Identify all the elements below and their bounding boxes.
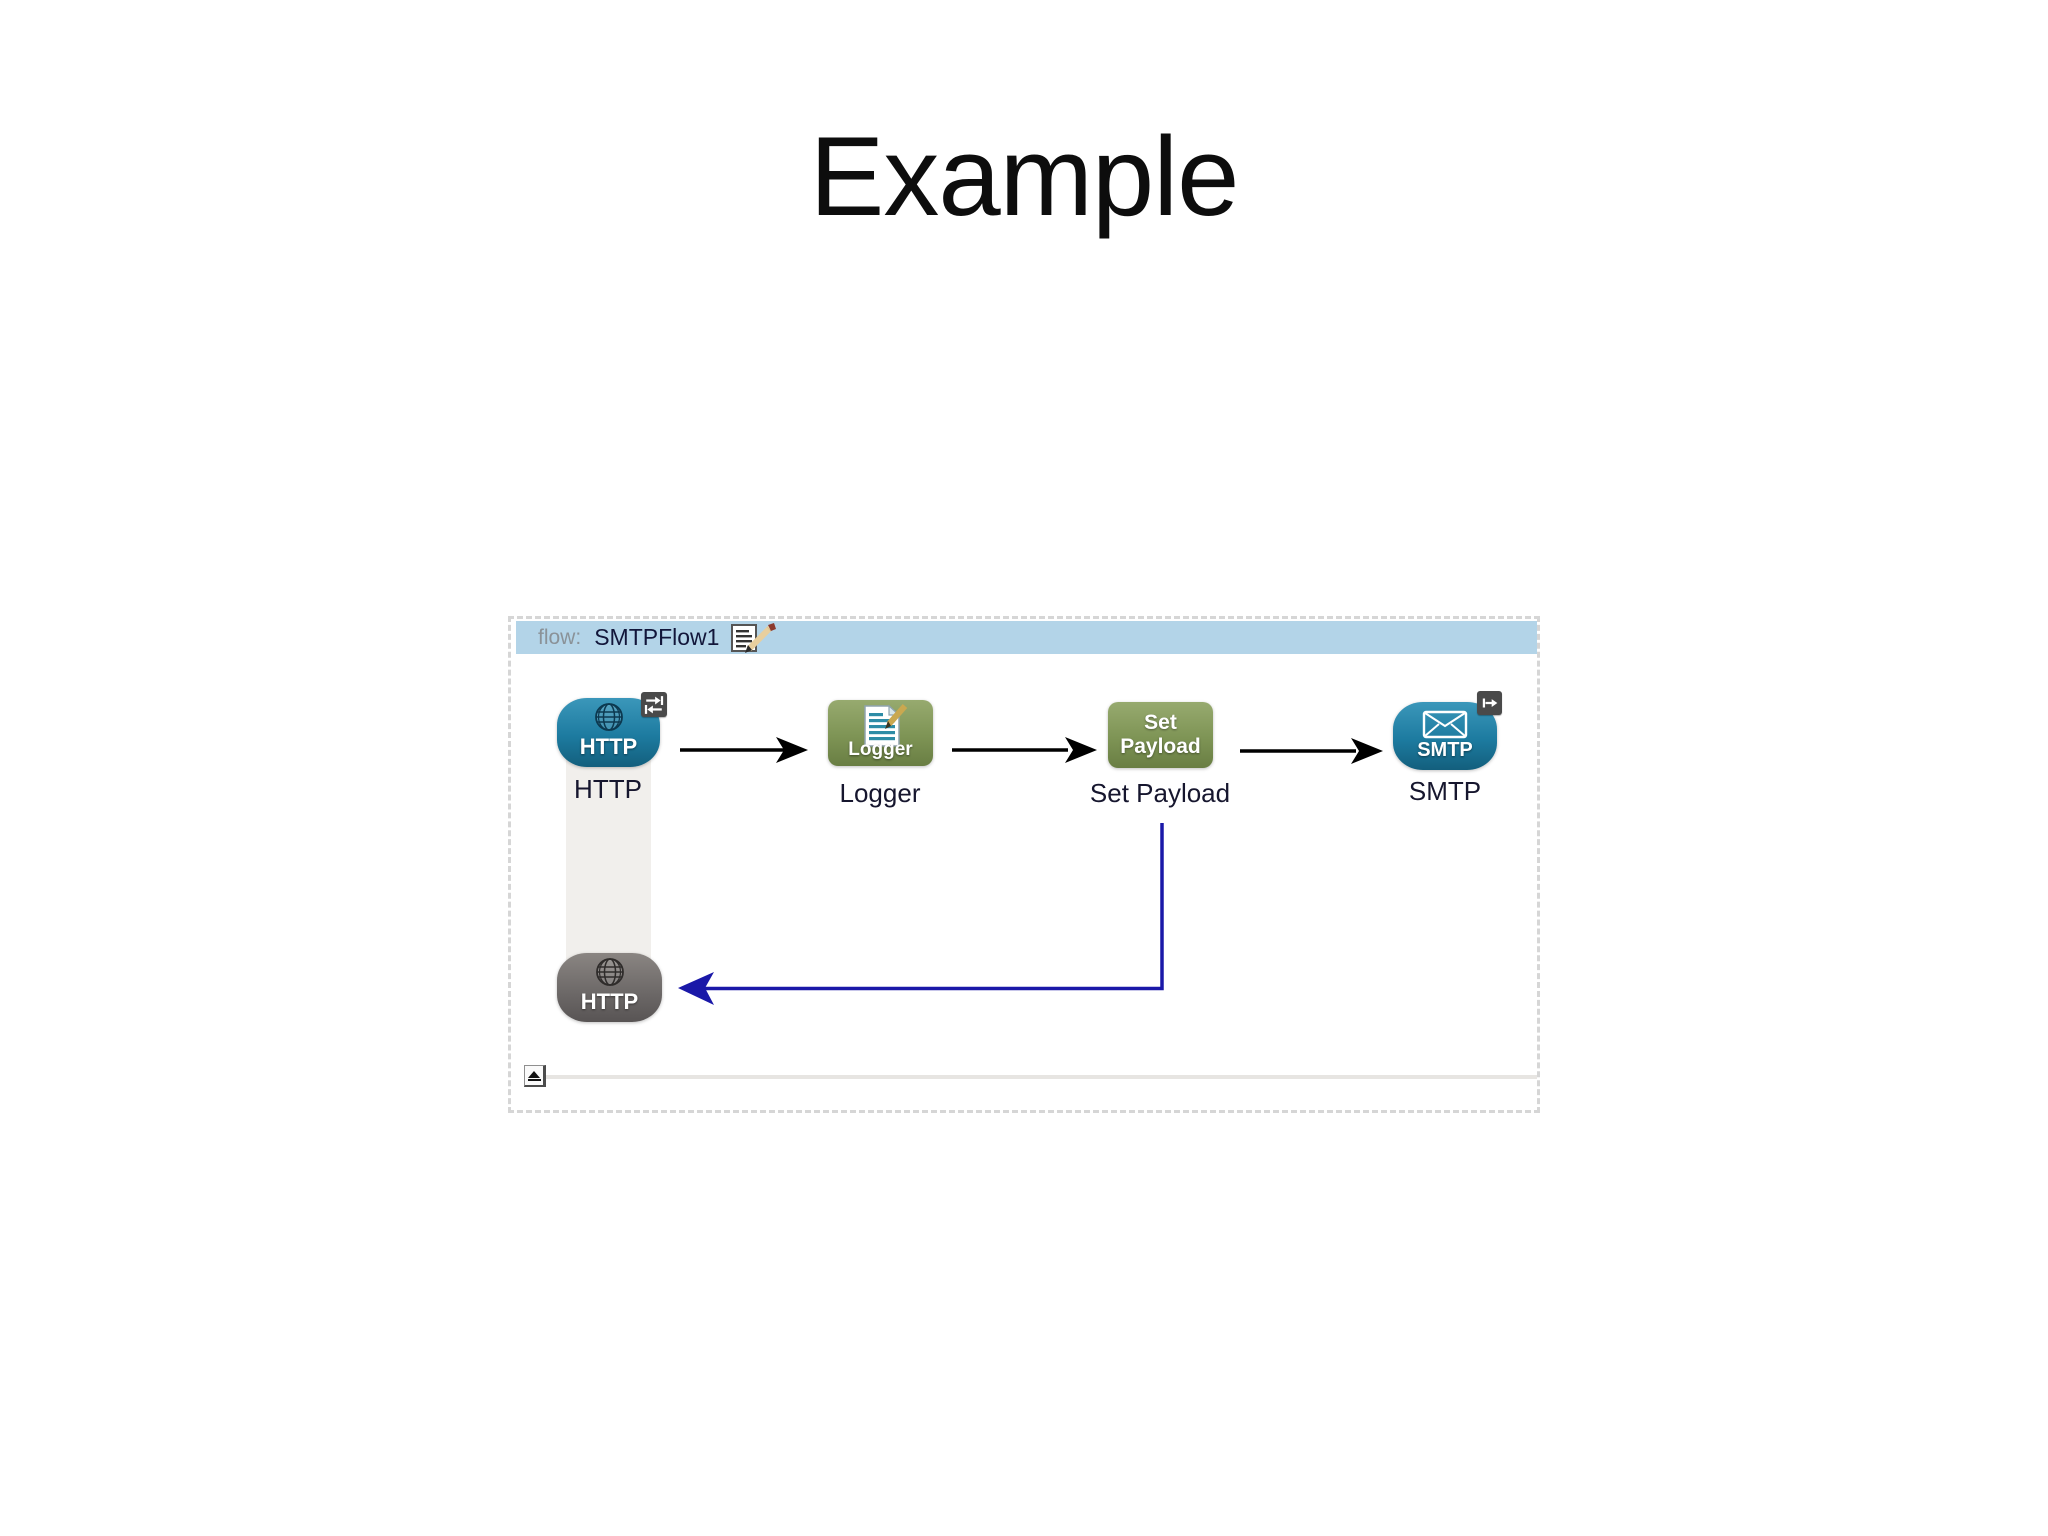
node-http-listener[interactable]: HTTP	[557, 698, 660, 767]
logger-document-icon	[863, 704, 907, 747]
canvas-scroll-line	[546, 1075, 1537, 1079]
node-logger[interactable]: Logger	[828, 700, 933, 766]
node-set-payload[interactable]: Set Payload	[1108, 702, 1213, 768]
message-arrow-2	[952, 737, 1097, 763]
node-label-logger: Logger	[839, 778, 921, 808]
node-label-set-payload: Set Payload	[1089, 778, 1231, 808]
slide-title: Example	[809, 114, 1240, 239]
scroll-collapse-button[interactable]	[524, 1065, 546, 1087]
node-label-http: HTTP	[574, 774, 642, 804]
icon-caption: SMTP	[1417, 739, 1473, 761]
message-arrow-1	[680, 737, 808, 763]
node-http-response[interactable]: HTTP	[557, 953, 662, 1022]
icon-caption: Set Payload	[1120, 711, 1201, 758]
outbound-badge-icon	[1477, 691, 1502, 715]
collapse-triangle-icon	[528, 1070, 540, 1078]
icon-caption: Logger	[848, 739, 913, 760]
message-arrow-3	[1240, 738, 1383, 764]
flow-canvas[interactable]: flow: SMTPFlow1	[508, 616, 1540, 1113]
icon-caption: HTTP	[579, 734, 638, 759]
edit-flow-icon[interactable]	[729, 622, 777, 653]
node-label-smtp: SMTP	[1408, 776, 1482, 806]
globe-icon	[594, 703, 623, 731]
flow-header-bar: flow: SMTPFlow1	[516, 621, 1537, 654]
envelope-icon	[1422, 710, 1468, 739]
request-response-badge-icon	[641, 692, 667, 717]
wires-layer	[678, 737, 1383, 1005]
flow-name: SMTPFlow1	[594, 624, 720, 650]
source-lane	[566, 756, 651, 991]
icon-caption: HTTP	[580, 989, 639, 1014]
flow-prefix-label: flow:	[538, 625, 582, 649]
globe-icon	[595, 958, 624, 986]
reply-connector	[678, 823, 1164, 1005]
reply-arrowhead-icon	[678, 972, 714, 1005]
